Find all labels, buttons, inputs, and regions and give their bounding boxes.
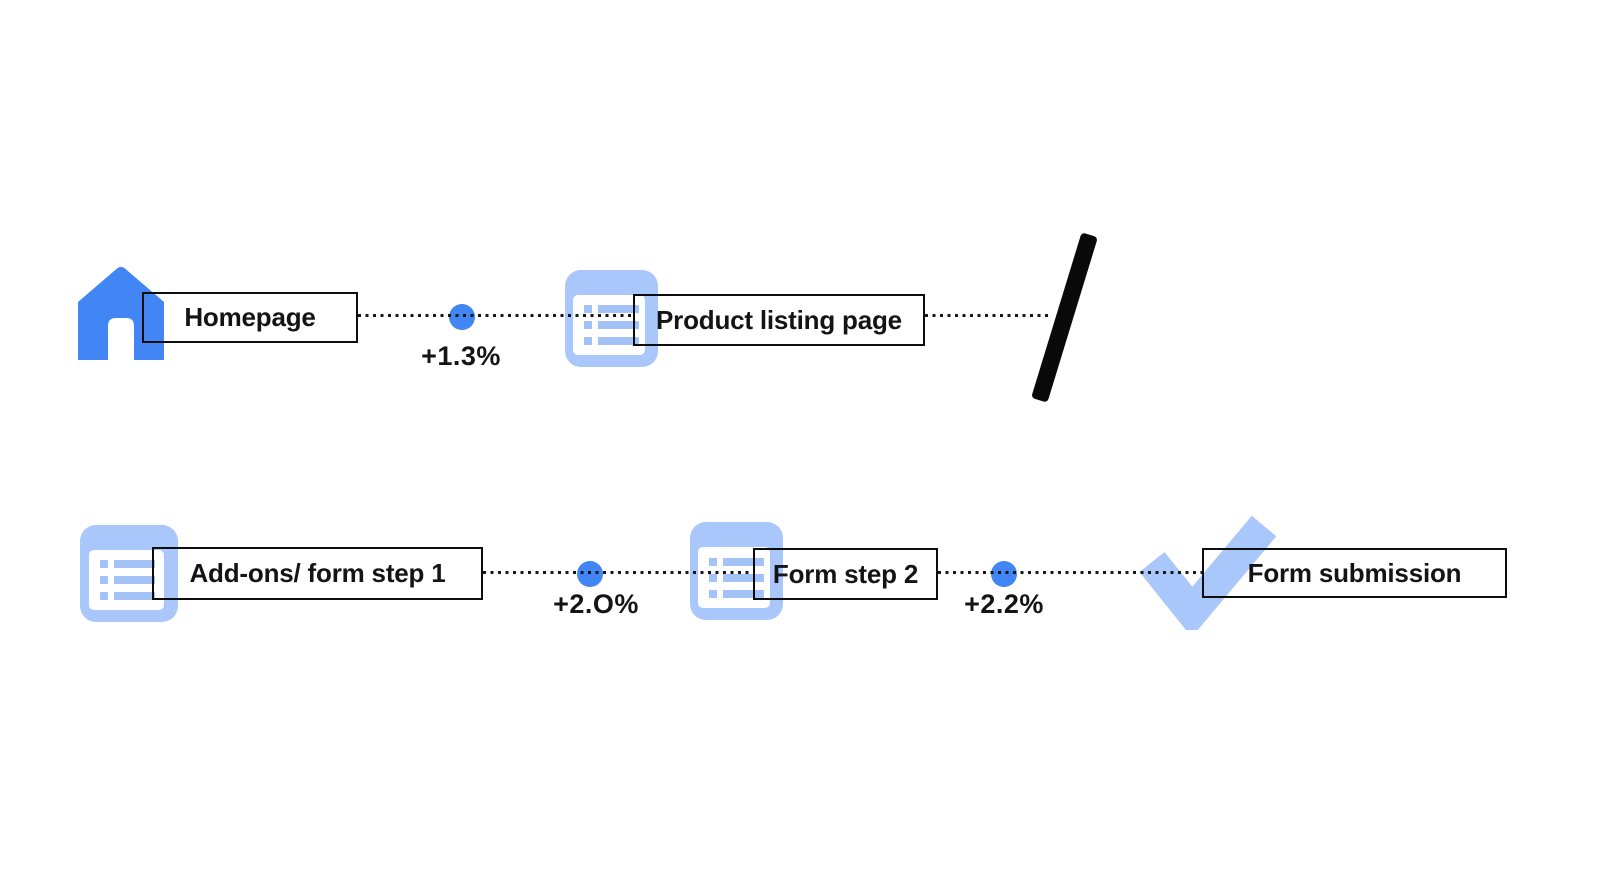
list-bar [723,573,765,582]
list-bullet [584,321,593,330]
list-bullet [709,589,718,598]
list-bullet [709,557,718,566]
list-icon-row [709,557,770,566]
node-homepage-label: Homepage [184,302,316,332]
node-product-listing: Product listing page [633,294,925,346]
list-bar [598,305,640,314]
list-bullet [584,305,593,314]
list-bullet [99,576,108,585]
list-bullet [99,560,108,569]
list-icon-row [99,592,164,601]
list-icon-row [584,305,645,314]
list-bar [723,589,765,598]
list-bullet [584,337,593,346]
list-icon [80,525,178,622]
list-bar [598,337,640,346]
connector-homepage-to-product-listing [358,314,633,317]
transition-delta: +2.O% [553,589,639,619]
list-icon-row [584,321,645,330]
connector-dot [991,561,1017,587]
node-form-step-2: Form step 2 [753,548,938,600]
list-bar [723,557,765,566]
node-addons-form-step-1-label: Add-ons/ form step 1 [189,558,446,588]
list-bar [598,321,640,330]
list-icon-row [584,337,645,346]
node-form-submission-label: Form submission [1247,557,1462,588]
list-bullet [709,573,718,582]
node-addons-form-step-1: Add-ons/ form step 1 [152,547,483,600]
list-bar [113,592,155,601]
list-bar [113,560,155,569]
connector-form-step-2-to-submission [938,571,1202,574]
connector-addons-to-form-step-2 [483,571,753,574]
page-break-slash [1031,232,1098,403]
node-homepage: Homepage [142,292,358,343]
list-icon-row [709,589,770,598]
transition-delta: +2.2% [964,589,1044,619]
checkmark-icon [1139,515,1276,630]
list-bar [113,576,155,585]
list-icon-row [99,560,164,569]
node-form-step-2-label: Form step 2 [772,558,919,589]
connector-to-continuation [925,314,1048,317]
list-icon [565,270,658,367]
list-icon-row [709,573,770,582]
connector-dot [449,304,475,330]
list-icon-page [88,550,165,611]
node-form-submission: Form submission [1202,548,1507,598]
node-product-listing-label: Product listing page [656,304,902,335]
transition-delta: +1.3% [421,341,501,371]
connector-dot [577,561,603,587]
list-bullet [99,592,108,601]
list-icon-row [99,576,164,585]
